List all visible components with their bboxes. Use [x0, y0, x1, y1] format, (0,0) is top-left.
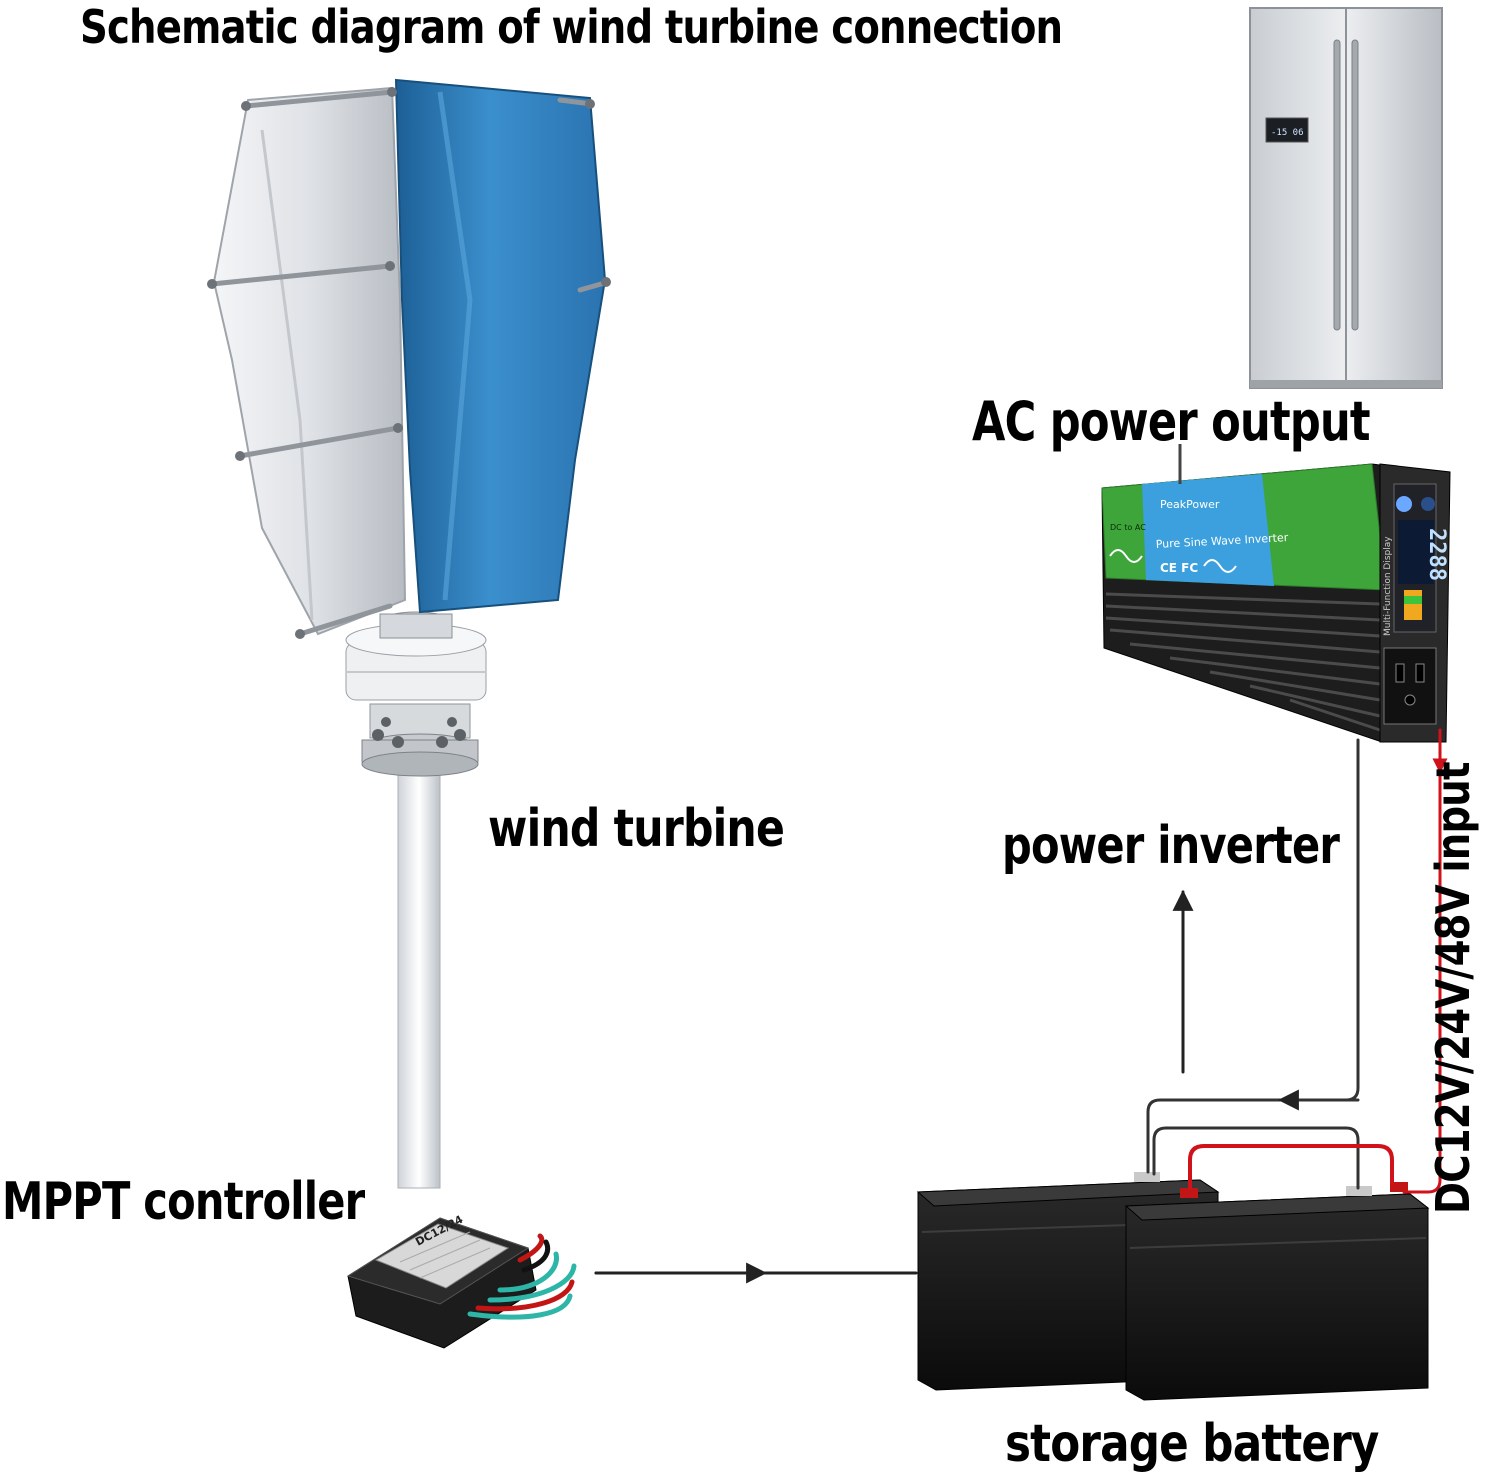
- turbine-struts: [209, 89, 611, 637]
- turbine-blade-blue: [394, 78, 607, 614]
- inverter-display-panel-label: Multi-Function Display: [1383, 536, 1393, 636]
- inverter-cert-text: CE FC: [1160, 561, 1198, 575]
- inverter-side-tag-text: DC to AC: [1110, 523, 1146, 532]
- battery-2: [1124, 1182, 1430, 1401]
- ac-power-output-label: AC power output: [972, 390, 1371, 453]
- inverter-display-value: 2288: [1424, 528, 1449, 581]
- diagram-title: Schematic diagram of wind turbine connec…: [80, 0, 1063, 54]
- connection-wires: [594, 728, 1448, 1284]
- fridge-display-text: -15 06: [1271, 128, 1304, 138]
- wind-turbine-illustration: [207, 78, 611, 1189]
- refrigerator-illustration: -15 06: [1249, 7, 1443, 389]
- dc-input-red-wire: [1402, 728, 1442, 1194]
- storage-battery-label: storage battery: [1005, 1414, 1379, 1474]
- inverter-fins: [1105, 592, 1381, 732]
- wind-turbine-label: wind turbine: [488, 799, 785, 859]
- dc-input-label: DC12V/24V/48V input: [1426, 762, 1480, 1214]
- turbine-pole: [397, 769, 441, 1189]
- controller-wires: [467, 1233, 577, 1320]
- power-inverter-illustration: PeakPower Pure Sine Wave Inverter CE FC …: [1101, 463, 1451, 743]
- mppt-controller-illustration: DC12/24: [346, 1213, 577, 1349]
- turbine-generator: [345, 611, 487, 701]
- turbine-blade-silver: [212, 86, 407, 636]
- inverter-negative-wire: [1146, 738, 1360, 1174]
- power-inverter-label: power inverter: [1002, 816, 1340, 876]
- turbine-flange: [361, 703, 479, 777]
- mppt-controller-label: MPPT controller: [2, 1172, 365, 1232]
- inverter-brand-text: PeakPower: [1160, 498, 1220, 511]
- storage-battery-illustration: [916, 1172, 1430, 1401]
